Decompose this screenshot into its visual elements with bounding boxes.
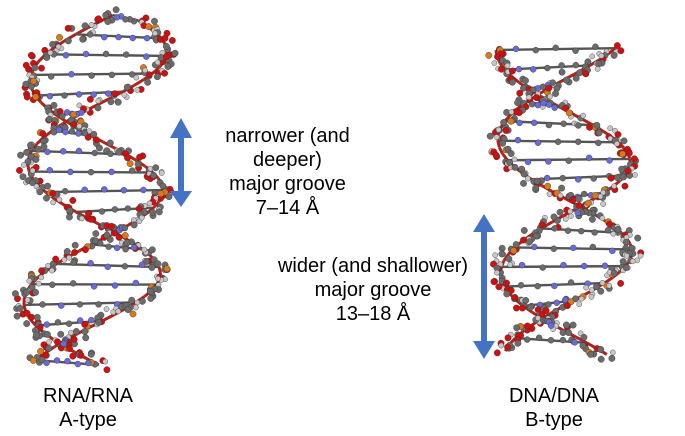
rna-major-groove-arrow	[170, 118, 192, 207]
rna-groove-width: 7–14 Å	[255, 197, 320, 219]
dna-name: DNA/DNA	[508, 385, 599, 407]
rna-name: RNA/RNA	[42, 385, 133, 407]
rna-type: A-type	[59, 409, 117, 431]
rna-groove-annotation: narrower (and deeper) major groove 7–14 …	[190, 124, 385, 220]
dna-groove-line-2: major groove	[314, 279, 432, 301]
dna-double-helix-model	[485, 42, 645, 363]
dna-caption: DNA/DNA B-type	[484, 384, 624, 432]
rna-groove-line-2: major groove	[229, 173, 346, 195]
rna-groove-line-1: narrower (and deeper)	[225, 125, 350, 171]
rna-caption: RNA/RNA A-type	[18, 384, 158, 432]
dna-major-groove-arrow	[473, 214, 495, 359]
dna-type: B-type	[525, 409, 583, 431]
dna-groove-width: 13–18 Å	[335, 303, 411, 325]
dna-groove-annotation: wider (and shallower) major groove 13–18…	[262, 254, 484, 326]
rna-double-helix-model	[12, 6, 179, 374]
dna-groove-line-1: wider (and shallower)	[277, 255, 469, 277]
